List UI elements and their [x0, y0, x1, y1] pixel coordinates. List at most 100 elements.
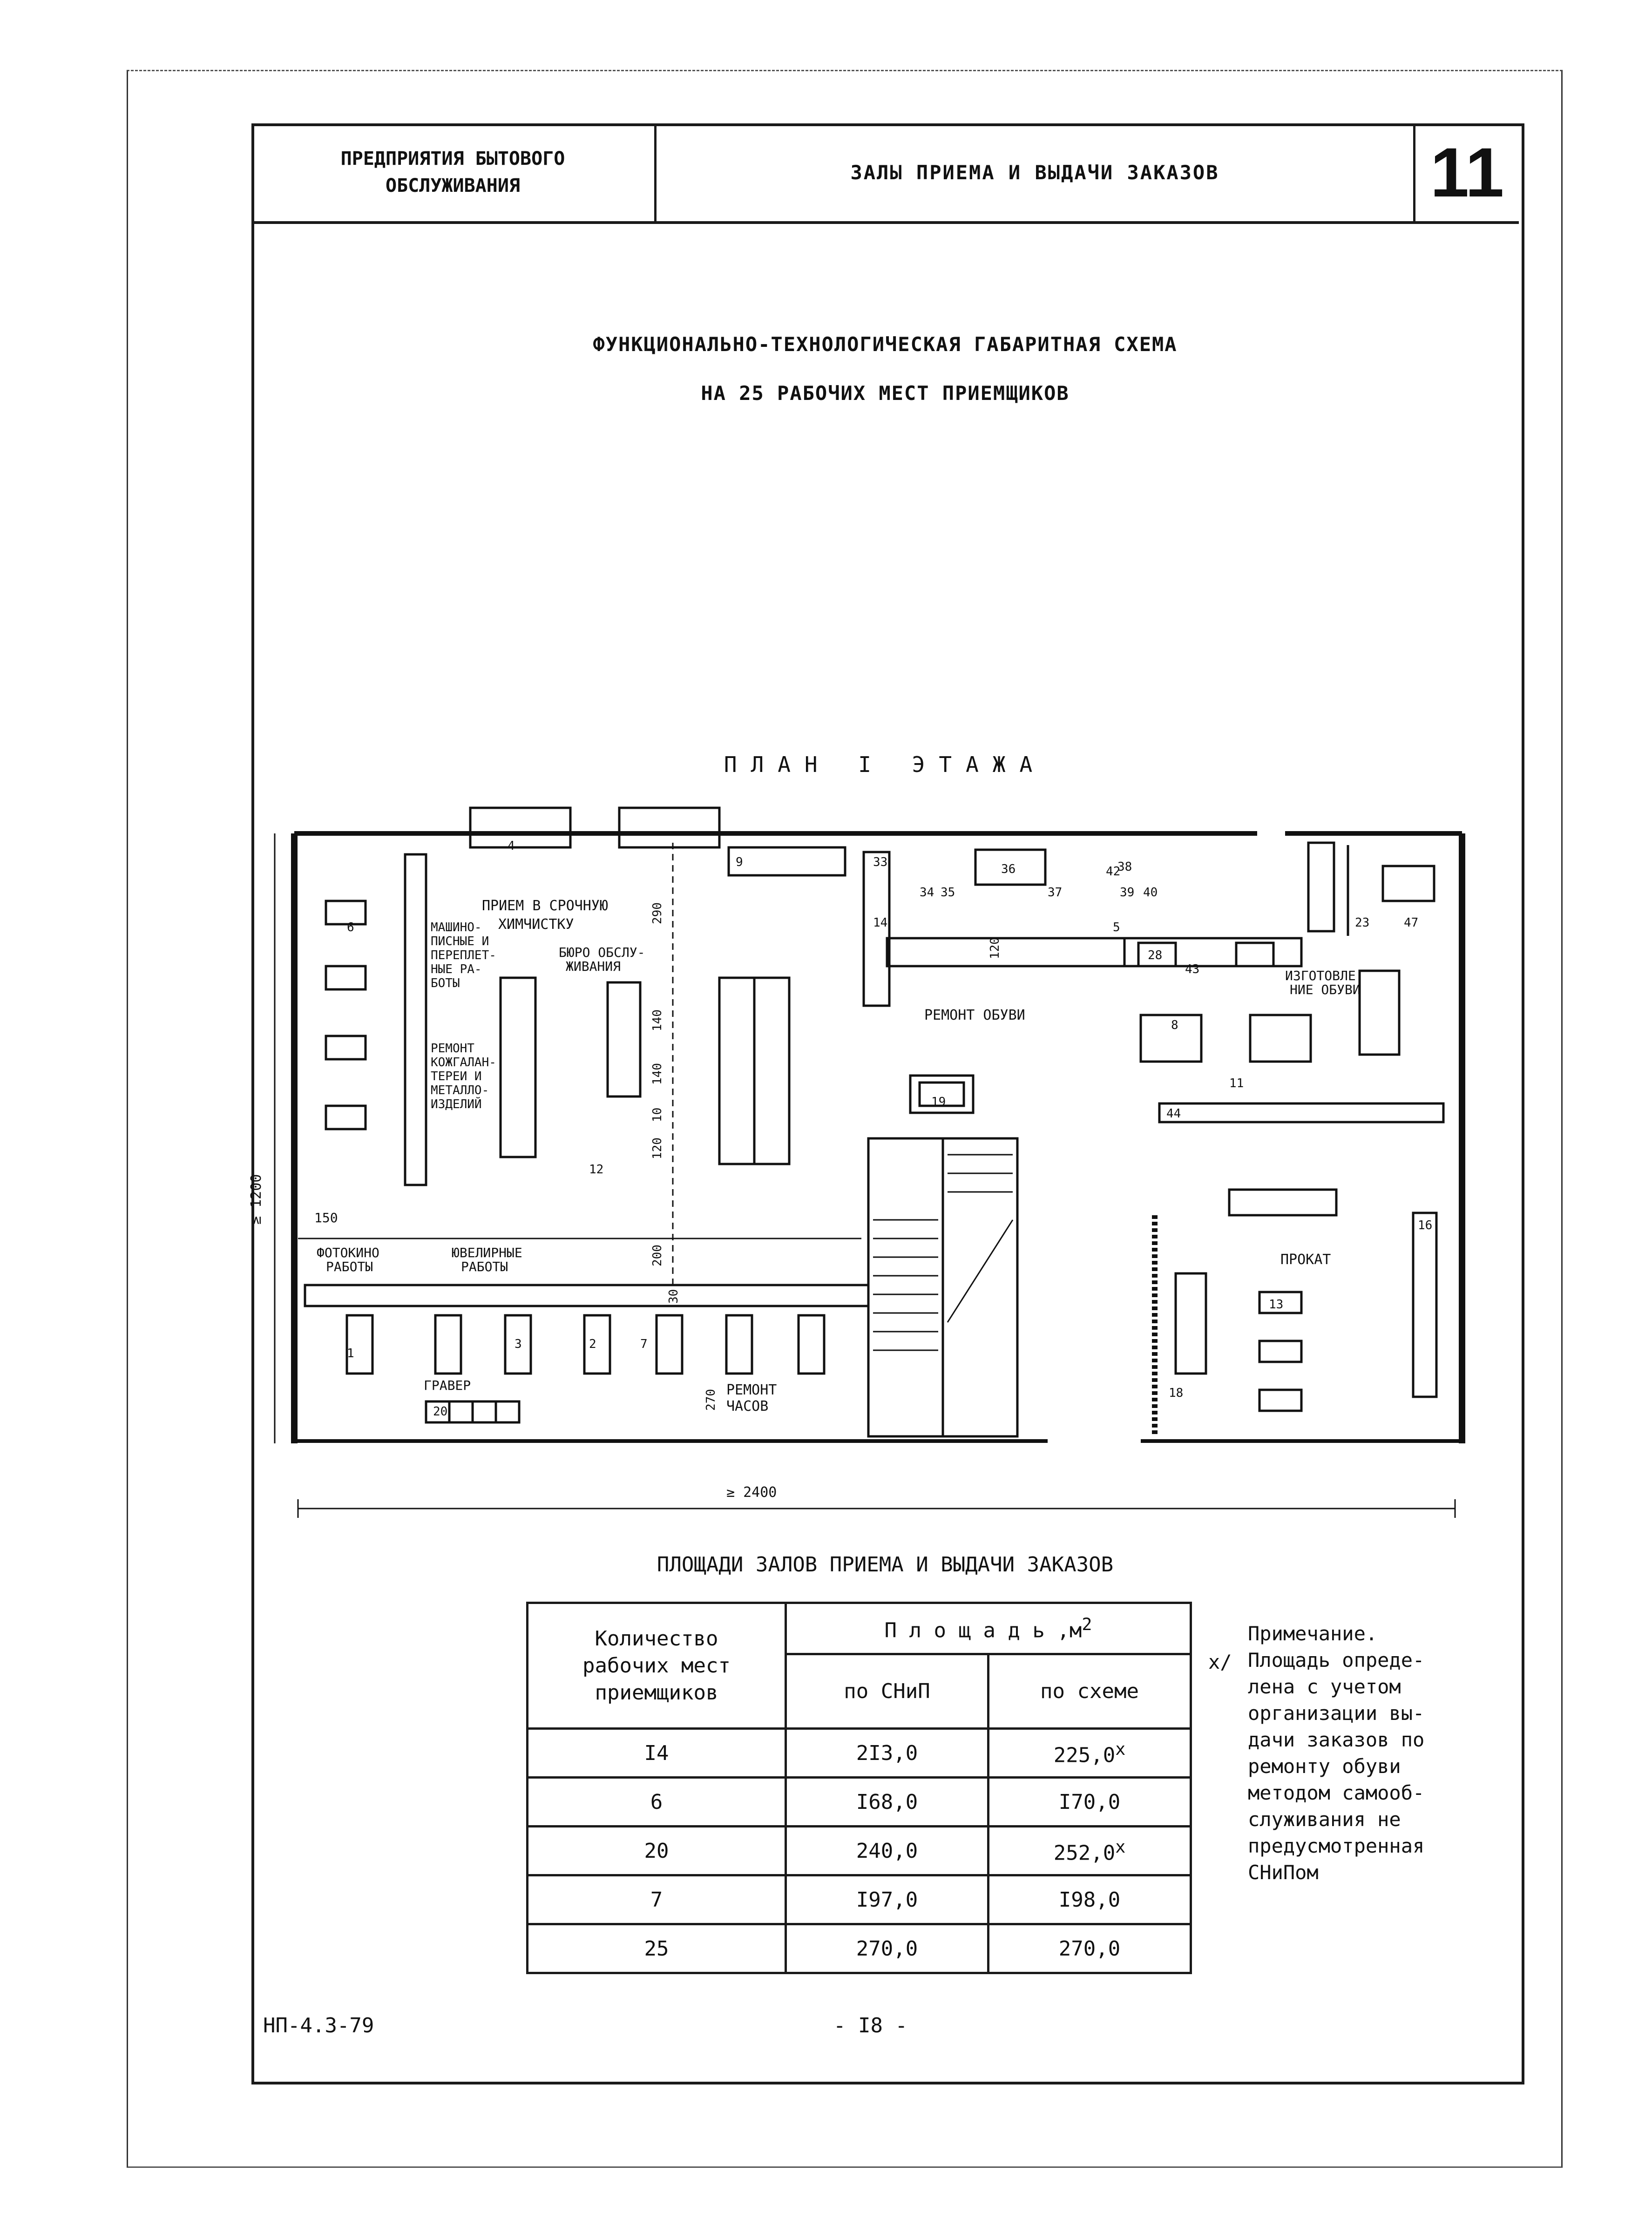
dimension-150: 150: [314, 1210, 338, 1225]
cell-area-scheme-value: 252,0: [1053, 1841, 1116, 1865]
equipment-number: 9: [736, 855, 743, 869]
equipment-number: 47: [1404, 916, 1418, 930]
page-number: - I8 -: [833, 2014, 907, 2037]
cell-workplaces-value: 7: [650, 1888, 663, 1912]
equipment-number: 1: [347, 1347, 354, 1360]
cell-workplaces: 7: [526, 1874, 787, 1925]
equipment-number: 36: [1001, 862, 1016, 876]
dimension-140a: 140: [650, 1009, 664, 1031]
label-watch-1: РЕМОНТ: [726, 1382, 777, 1398]
cell-area-scheme: I98,0: [987, 1874, 1192, 1925]
header-scheme: по схеме: [987, 1653, 1192, 1730]
equipment-number: 12: [589, 1163, 603, 1177]
areas-title: ПЛОЩАДИ ЗАЛОВ ПРИЕМА И ВЫДАЧИ ЗАКАЗОВ: [657, 1553, 1114, 1577]
equipment-number: 16: [1418, 1218, 1432, 1232]
header-snip: по СНиП: [785, 1653, 989, 1730]
document-code: НП-4.3-79: [263, 2014, 374, 2037]
label-typing-1: МАШИНО-: [431, 920, 482, 934]
cell-area-scheme: 270,0: [987, 1923, 1192, 1974]
dimension-270: 270: [704, 1389, 718, 1411]
dimension-30: 30: [667, 1289, 681, 1304]
equipment-number: 35: [941, 886, 955, 900]
equipment-number: 8: [1171, 1018, 1178, 1032]
equipment-number: 14: [873, 916, 887, 930]
equipment-number: 19: [931, 1095, 946, 1109]
equipment-number: 5: [1113, 920, 1120, 934]
equipment-number: 20: [433, 1405, 447, 1419]
label-typing-4: НЫЕ РА-: [431, 962, 482, 976]
dimension-120: 120: [650, 1137, 664, 1159]
label-photo-1: ФОТОКИНО: [317, 1245, 379, 1260]
cell-area-scheme-value: 270,0: [1058, 1936, 1121, 1961]
label-typing-5: БОТЫ: [431, 976, 460, 990]
equipment-number: 42: [1106, 865, 1120, 879]
label-engraver: ГРАВЕР: [424, 1378, 471, 1393]
cell-area-snip-value: I68,0: [856, 1790, 918, 1814]
label-service-bureau-1: БЮРО ОБСЛУ-: [559, 945, 645, 960]
dimension-height: ≥ 1200: [248, 1174, 264, 1225]
cell-area-snip-value: 2I3,0: [856, 1741, 918, 1765]
cell-workplaces: 20: [526, 1825, 787, 1876]
equipment-number: 18: [1169, 1386, 1183, 1400]
label-shoe-making-1: ИЗГОТОВЛЕ: [1285, 968, 1356, 983]
header-workplaces: Количество рабочих мест приемщиков: [526, 1602, 787, 1730]
equipment-number: 6: [347, 920, 354, 934]
equipment-number: 23: [1355, 916, 1369, 930]
sheet-number: 11: [1430, 133, 1504, 211]
header-area-label: П л о щ а д ь ,м: [884, 1618, 1082, 1643]
dimension-width: ≥ 2400: [726, 1484, 777, 1501]
cell-area-snip: I97,0: [785, 1874, 989, 1925]
cell-area-scheme: I70,0: [987, 1776, 1192, 1827]
cell-workplaces: 6: [526, 1776, 787, 1827]
equipment-number: 3: [515, 1337, 522, 1351]
label-shoe-making-2: НИЕ ОБУВИ: [1290, 982, 1361, 997]
plan-title: ПЛАН I ЭТАЖА: [724, 752, 1047, 777]
header-workplaces-line-1: Количество: [595, 1626, 718, 1651]
cell-workplaces-value: 25: [644, 1936, 669, 1961]
areas-rows: I4 2I3,0 225,0x 6 I68,0 I70,0 20 240,0 252,0 x 7 I9…: [526, 1727, 1192, 1974]
label-watch-2: ЧАСОВ: [726, 1398, 768, 1414]
title-block: ПРЕДПРИЯТИЯ БЫТОВОГО ОБСЛУЖИВАНИЯ ЗАЛЫ П…: [251, 123, 1519, 224]
label-jewelry-1: ЮВЕЛИРНЫЕ: [452, 1245, 522, 1260]
equipment-number: 37: [1048, 886, 1062, 900]
cell-area-scheme-value: I98,0: [1058, 1888, 1121, 1912]
cell-workplaces: 25: [526, 1923, 787, 1974]
label-leather-2: КОЖГАЛАН-: [431, 1056, 496, 1069]
label-shoe-repair: РЕМОНТ ОБУВИ: [924, 1007, 1025, 1023]
equipment-number: 28: [1148, 948, 1162, 962]
equipment-number: 39: [1120, 886, 1134, 900]
footnote-mark: x: [1115, 1739, 1126, 1759]
sheet-frame: [251, 123, 1524, 2084]
label-service-bureau-2: ЖИВАНИЯ: [566, 959, 621, 974]
organization-line-1: ПРЕДПРИЯТИЯ БЫТОВОГО: [340, 148, 565, 169]
label-photo-2: РАБОТЫ: [326, 1259, 373, 1274]
cell-workplaces-value: I4: [644, 1741, 669, 1765]
header-workplaces-line-2: рабочих мест: [582, 1653, 731, 1678]
note-text: Примечание. Площадь опреде- лена с учето…: [1248, 1622, 1425, 1884]
equipment-number: 33: [873, 855, 887, 869]
areas-row: 6 I68,0 I70,0: [526, 1776, 1192, 1827]
note-marker: x/: [1208, 1651, 1232, 1673]
cell-area-scheme: 225,0x: [987, 1727, 1192, 1779]
label-dry-cleaning-2: ХИМЧИСТКУ: [498, 916, 574, 933]
equipment-number: 13: [1269, 1298, 1283, 1312]
cell-workplaces-value: 20: [644, 1839, 669, 1863]
cell-area-scheme-value: 225,0: [1053, 1743, 1116, 1767]
cell-area-snip: 240,0: [785, 1825, 989, 1876]
document-title-line-2: НА 25 РАБОЧИХ МЕСТ ПРИЕМЩИКОВ: [701, 382, 1070, 405]
dimension-10: 10: [650, 1108, 664, 1122]
label-typing-2: ПИСНЫЕ И: [431, 934, 489, 948]
cell-area-snip: 2I3,0: [785, 1727, 989, 1779]
areas-row: I4 2I3,0 225,0x: [526, 1727, 1192, 1779]
areas-row: 7 I97,0 I98,0: [526, 1874, 1192, 1925]
equipment-number: 7: [640, 1337, 648, 1351]
cell-workplaces: I4: [526, 1727, 787, 1779]
equipment-number: 44: [1166, 1107, 1181, 1121]
organization-cell: ПРЕДПРИЯТИЯ БЫТОВОГО ОБСЛУЖИВАНИЯ: [251, 123, 657, 221]
header-workplaces-line-3: приемщиков: [595, 1680, 718, 1705]
dimension-200: 200: [650, 1245, 664, 1266]
header-area: П л о щ а д ь ,м2: [785, 1602, 1192, 1655]
cell-area-snip-value: I97,0: [856, 1888, 918, 1912]
